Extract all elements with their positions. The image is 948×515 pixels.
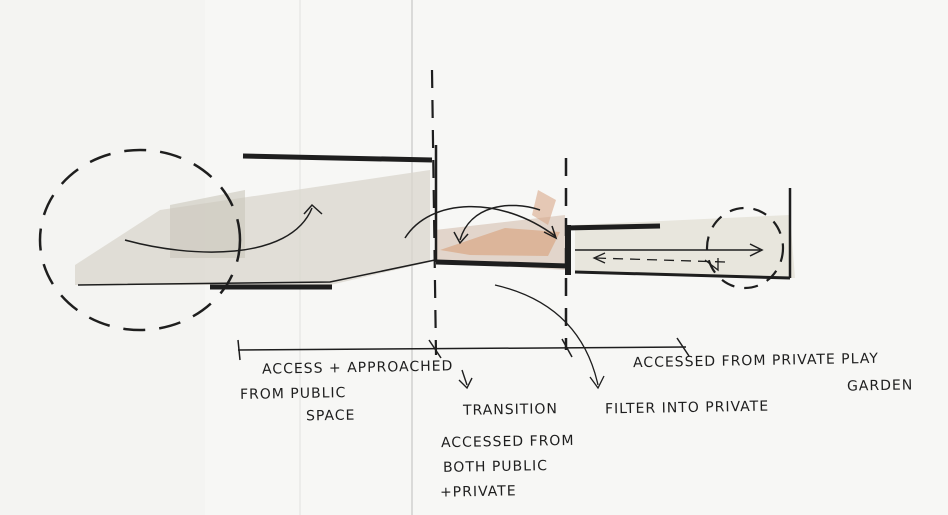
private-garden-wash	[575, 215, 795, 278]
label-space: SPACE	[306, 408, 356, 425]
label-access-approached: ACCESS + APPROACHED	[262, 358, 454, 377]
label-garden: GARDEN	[847, 377, 914, 394]
label-both-public: BOTH PUBLIC	[443, 458, 548, 476]
label-transition: TRANSITION	[463, 401, 558, 419]
label-filter-into-private: FILTER INTO PRIVATE	[605, 399, 769, 418]
label-from-public: FROM PUBLIC	[240, 385, 347, 403]
label-plus-private: +PRIVATE	[440, 483, 517, 500]
wall-private-top	[565, 226, 660, 228]
label-accessed-from: ACCESSED FROM	[441, 433, 575, 451]
